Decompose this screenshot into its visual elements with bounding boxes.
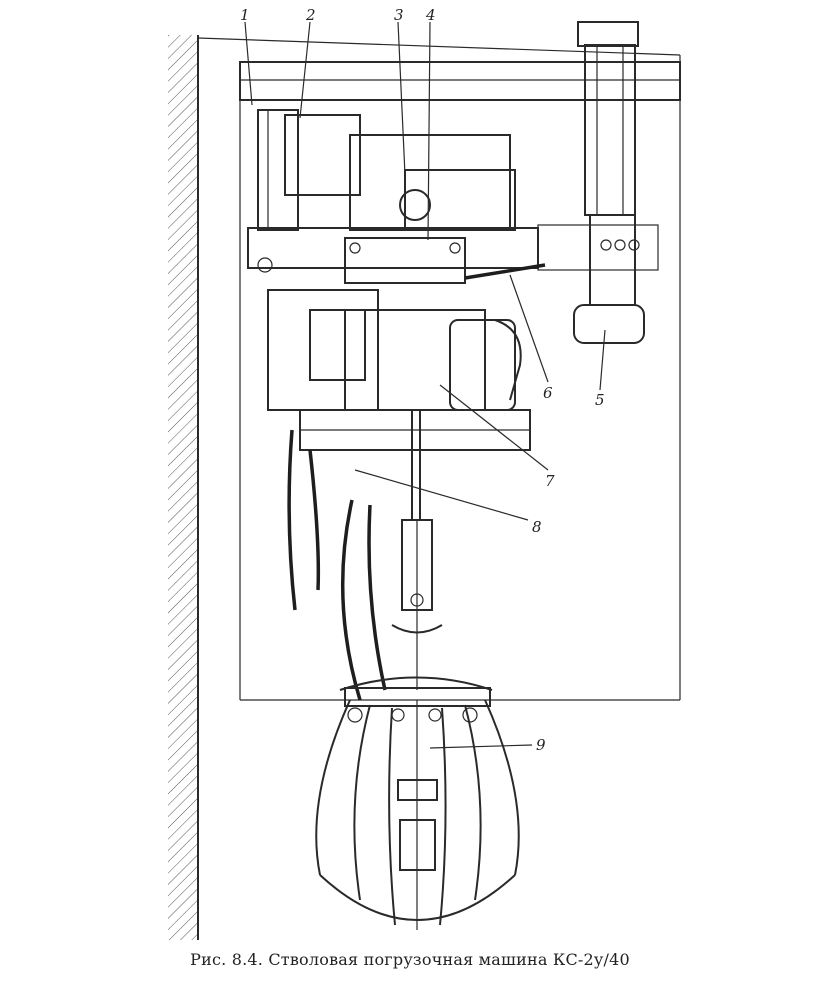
label-4: 4 — [425, 6, 436, 24]
upper-frame — [247, 109, 546, 284]
label-9: 9 — [536, 736, 546, 754]
label-7: 7 — [545, 472, 555, 490]
label-8: 8 — [532, 518, 542, 536]
label-3: 3 — [394, 6, 404, 24]
label-1: 1 — [240, 6, 250, 24]
vertical-column — [537, 44, 659, 344]
label-2: 2 — [305, 6, 316, 24]
hoist-winch — [267, 289, 531, 451]
figure-caption: Рис. 8.4. Стволовая погрузочная машина К… — [190, 950, 630, 969]
hoses — [287, 410, 421, 701]
leader-lines — [244, 21, 606, 749]
label-5: 5 — [595, 391, 605, 409]
label-6: 6 — [543, 384, 553, 402]
shaft-wall — [168, 35, 681, 940]
grab-bucket — [315, 676, 520, 930]
suspension-rod — [391, 519, 443, 690]
